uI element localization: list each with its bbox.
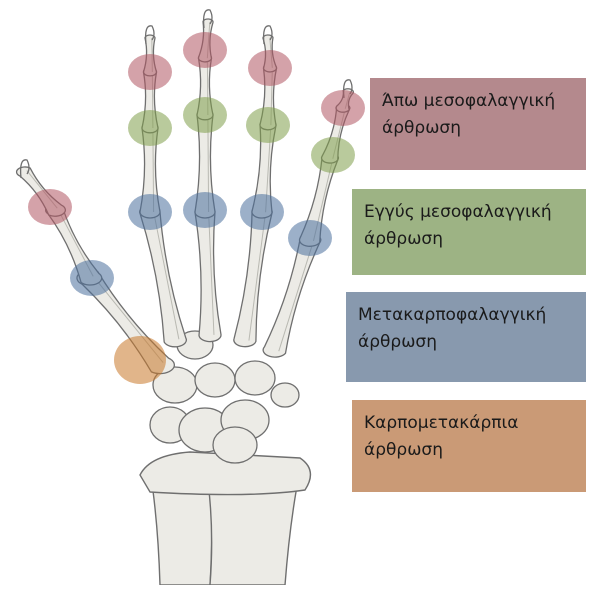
proximal-joint-marker-3	[311, 137, 355, 173]
legend-mcp-line2: άρθρωση	[358, 329, 576, 356]
mcp-joint-marker-3	[288, 220, 332, 256]
proximal-joint-marker-0	[128, 110, 172, 146]
legend-distal-interphalangeal: Άπω μεσοφαλαγγική άρθρωση	[370, 78, 586, 170]
distal-joint-marker-0	[128, 54, 172, 90]
triquetrum-bone	[235, 361, 275, 395]
legend-carpometacarpal: Καρπομετακάρπια άρθρωση	[352, 400, 586, 492]
pisiform-bone	[271, 383, 299, 407]
mcp-joint-marker-4	[70, 260, 114, 296]
distal-joint-marker-3	[321, 90, 365, 126]
mcp-joint-marker-0	[128, 194, 172, 230]
legend-distal-line2: άρθρωση	[382, 115, 576, 142]
legend-proximal-line2: άρθρωση	[364, 226, 576, 253]
mcp-joint-marker-1	[183, 192, 227, 228]
legend-mcp-line1: Μετακαρποφαλαγγική	[358, 302, 576, 329]
hand-bones	[17, 10, 354, 585]
legend-proximal-interphalangeal: Εγγύς μεσοφαλαγγική άρθρωση	[352, 189, 586, 275]
distal-joint-marker-4	[28, 189, 72, 225]
lunate-bone	[195, 363, 235, 397]
distal-joint-marker-2	[248, 50, 292, 86]
mcp-joint-marker-2	[240, 194, 284, 230]
trapezoid-bone	[213, 427, 257, 463]
distal-joint-marker-1	[183, 32, 227, 68]
legend-cmc-line2: άρθρωση	[364, 437, 576, 464]
legend-cmc-line1: Καρπομετακάρπια	[364, 410, 576, 437]
legend-metacarpophalangeal: Μετακαρποφαλαγγική άρθρωση	[346, 292, 586, 382]
legend-distal-line1: Άπω μεσοφαλαγγική	[382, 88, 576, 115]
proximal-joint-marker-1	[183, 97, 227, 133]
proximal-joint-marker-2	[246, 107, 290, 143]
legend-proximal-line1: Εγγύς μεσοφαλαγγική	[364, 199, 576, 226]
cmc-joint-marker-0	[114, 336, 166, 384]
